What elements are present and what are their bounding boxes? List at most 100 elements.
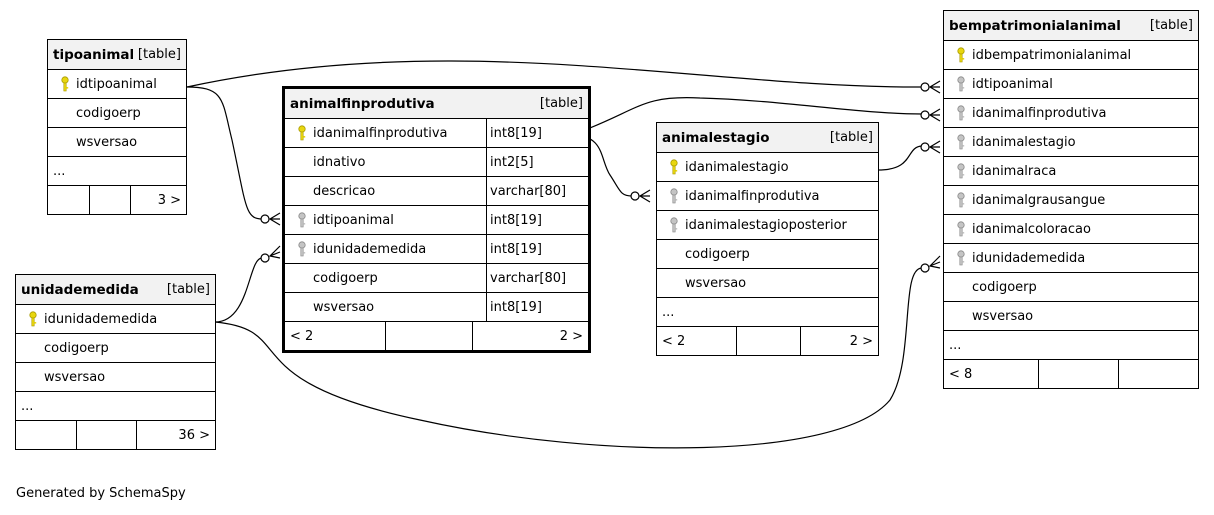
column-row[interactable]: codigoerp varchar[80] xyxy=(285,264,588,293)
column-row[interactable]: codigoerp xyxy=(16,334,215,363)
table-name: bempatrimonialanimal xyxy=(949,17,1121,34)
column-row[interactable]: codigoerp xyxy=(657,240,878,269)
foreign-key-icon xyxy=(950,250,972,266)
table-name: animalfinprodutiva xyxy=(290,95,435,112)
parents-count[interactable]: < 2 xyxy=(290,328,314,344)
column-type: int2[5] xyxy=(486,148,588,176)
column-row[interactable]: wsversao xyxy=(16,363,215,392)
primary-key-icon xyxy=(950,47,972,63)
column-row[interactable]: idunidademedida int8[19] xyxy=(285,235,588,264)
parents-count[interactable] xyxy=(48,186,89,214)
table-type-tag: [table] xyxy=(829,130,873,145)
column-type: varchar[80] xyxy=(486,264,588,292)
rows-count xyxy=(736,327,800,355)
parents-count[interactable] xyxy=(16,421,76,449)
edge-animalfinprodutiva-bempatrimonialanimal xyxy=(571,97,923,136)
table-name: unidademedida xyxy=(21,281,139,298)
edge-unidademedida-bempatrimonialanimal xyxy=(214,267,923,449)
more-columns-indicator: ... xyxy=(944,331,1198,360)
column-row[interactable]: idanimalestagioposterior xyxy=(657,211,878,240)
column-type: int8[19] xyxy=(486,206,588,234)
column-row[interactable]: idunidademedida xyxy=(16,305,215,334)
column-name: idbempatrimonialanimal xyxy=(972,47,1132,63)
column-row[interactable]: descricao varchar[80] xyxy=(285,177,588,206)
column-name: codigoerp xyxy=(313,270,378,286)
column-name: wsversao xyxy=(685,275,747,291)
column-row[interactable]: idtipoanimal xyxy=(48,70,186,99)
column-name: idanimalfinprodutiva xyxy=(685,188,820,204)
table-header: animalfinprodutiva [table] xyxy=(285,89,588,119)
children-count[interactable]: 2 > xyxy=(800,327,878,355)
column-row[interactable]: idanimalestagio xyxy=(944,128,1198,157)
more-columns-indicator: ... xyxy=(657,298,878,327)
column-name: idanimalestagio xyxy=(685,159,789,175)
column-name: idanimalestagioposterior xyxy=(685,217,847,233)
foreign-key-icon xyxy=(950,221,972,237)
table-unidademedida[interactable]: unidademedida [table] idunidademedida co… xyxy=(15,274,216,450)
column-row[interactable]: idanimalraca xyxy=(944,157,1198,186)
table-name: animalestagio xyxy=(662,129,770,146)
primary-key-icon xyxy=(22,311,44,327)
parents-count[interactable]: < 2 xyxy=(662,333,686,349)
table-name: tipoanimal xyxy=(53,46,135,63)
column-row[interactable]: codigoerp xyxy=(48,99,186,128)
column-row[interactable]: wsversao xyxy=(944,302,1198,331)
table-type-tag: [table] xyxy=(166,282,210,297)
column-row[interactable]: idanimalgrausangue xyxy=(944,186,1198,215)
column-row[interactable]: idanimalfinprodutiva xyxy=(944,99,1198,128)
column-type: int8[19] xyxy=(486,235,588,263)
children-count[interactable]: 2 > xyxy=(472,322,588,350)
column-row[interactable]: wsversao xyxy=(657,269,878,298)
table-header: unidademedida [table] xyxy=(16,275,215,305)
column-row[interactable]: idnativo int2[5] xyxy=(285,148,588,177)
column-row[interactable]: wsversao int8[19] xyxy=(285,293,588,322)
edge-end-markers xyxy=(260,80,941,273)
column-name: idanimalraca xyxy=(972,163,1057,179)
column-name: idanimalcoloracao xyxy=(972,221,1091,237)
table-animalestagio[interactable]: animalestagio [table] idanimalestagio id… xyxy=(656,122,879,356)
column-row[interactable]: idunidademedida xyxy=(944,244,1198,273)
table-bempatrimonialanimal[interactable]: bempatrimonialanimal [table] idbempatrim… xyxy=(943,10,1199,389)
column-name: wsversao xyxy=(76,134,138,150)
table-header: animalestagio [table] xyxy=(657,123,878,153)
column-row[interactable]: codigoerp xyxy=(944,273,1198,302)
column-row[interactable]: wsversao xyxy=(48,128,186,157)
column-name: idtipoanimal xyxy=(313,212,394,228)
parents-count[interactable]: < 8 xyxy=(949,366,973,382)
column-name: wsversao xyxy=(972,308,1034,324)
children-count[interactable]: 3 > xyxy=(130,186,186,214)
children-count[interactable]: 36 > xyxy=(136,421,215,449)
column-name: idunidademedida xyxy=(44,311,158,327)
children-count[interactable] xyxy=(1118,360,1198,388)
more-columns-indicator: ... xyxy=(48,157,186,186)
rows-count xyxy=(1038,360,1118,388)
table-type-tag: [table] xyxy=(1149,18,1193,33)
table-footer: < 8 xyxy=(944,360,1198,388)
foreign-key-icon xyxy=(950,192,972,208)
column-row[interactable]: idtipoanimal xyxy=(944,70,1198,99)
column-row[interactable]: idanimalfinprodutiva xyxy=(657,182,878,211)
column-name: idtipoanimal xyxy=(972,76,1053,92)
column-row[interactable]: idanimalestagio xyxy=(657,153,878,182)
primary-key-icon xyxy=(663,159,685,175)
generated-by-credit: Generated by SchemaSpy xyxy=(16,486,186,501)
table-type-tag: [table] xyxy=(539,96,583,111)
primary-key-icon xyxy=(54,76,76,92)
rows-count xyxy=(89,186,130,214)
column-row[interactable]: idtipoanimal int8[19] xyxy=(285,206,588,235)
table-tipoanimal[interactable]: tipoanimal [table] idtipoanimal codigoer… xyxy=(47,39,187,215)
column-name: descricao xyxy=(313,183,376,199)
table-footer: 3 > xyxy=(48,186,186,214)
foreign-key-icon xyxy=(950,76,972,92)
column-row[interactable]: idanimalcoloracao xyxy=(944,215,1198,244)
table-footer: < 2 2 > xyxy=(285,322,588,350)
table-header: tipoanimal [table] xyxy=(48,40,186,70)
table-animalfinprodutiva[interactable]: animalfinprodutiva [table] idanimalfinpr… xyxy=(282,86,591,353)
column-row[interactable]: idanimalfinprodutiva int8[19] xyxy=(285,119,588,148)
edge-animalestagio-bempatrimonialanimal xyxy=(877,145,923,171)
column-row[interactable]: idbempatrimonialanimal xyxy=(944,41,1198,70)
column-name: idunidademedida xyxy=(972,250,1086,266)
rows-count xyxy=(76,421,136,449)
more-columns-indicator: ... xyxy=(16,392,215,421)
foreign-key-icon xyxy=(950,163,972,179)
